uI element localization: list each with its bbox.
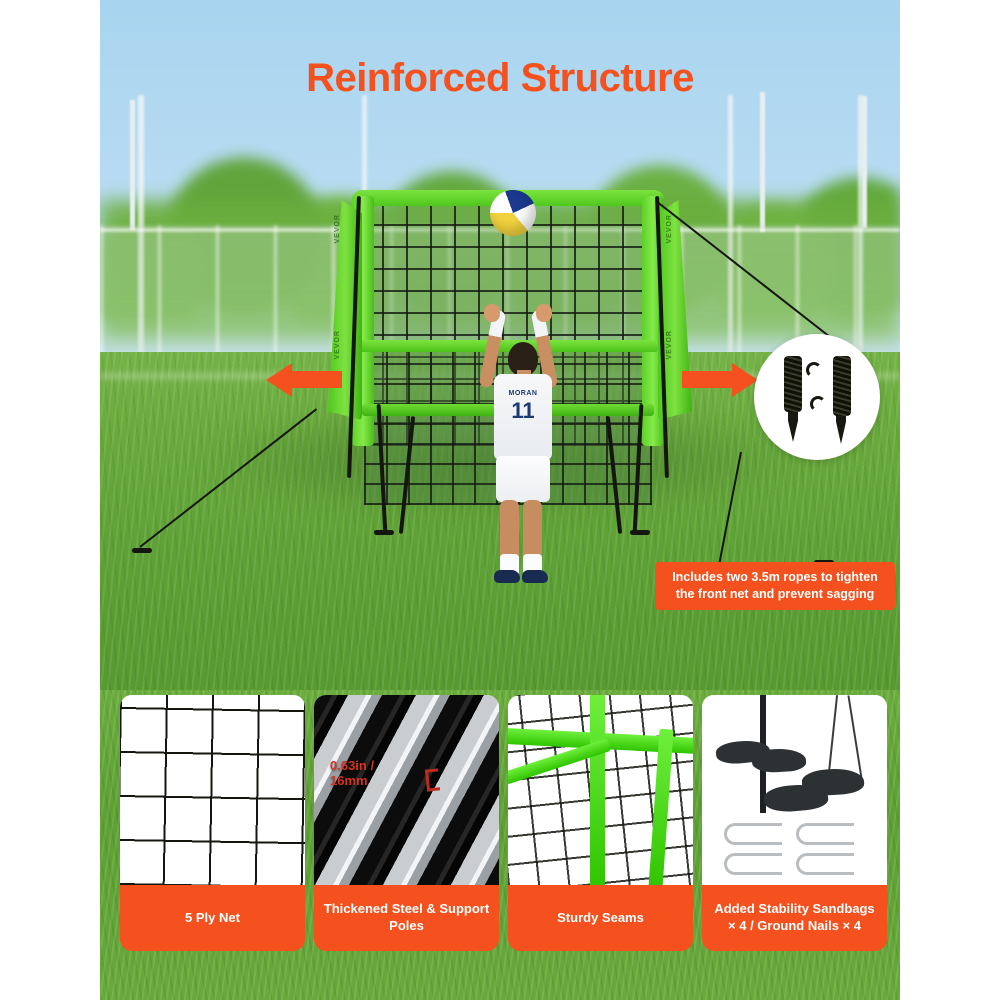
pole-diameter-label: 0.63in / 16mm — [330, 758, 375, 789]
ground-nail-icon — [796, 853, 854, 875]
ground-nail-icon — [796, 823, 854, 845]
vevor-logo-mark: VEVOR — [666, 214, 673, 244]
volleyball — [490, 190, 536, 236]
feature-card-added-stability[interactable]: Added Stability Sandbags × 4 / Ground Na… — [702, 695, 887, 951]
rope-callout-banner: Includes two 3.5m ropes to tighten the f… — [655, 562, 895, 610]
stake-hook-icon — [806, 362, 822, 378]
ground-foot — [132, 548, 152, 553]
jersey-number: 11 — [511, 398, 535, 423]
player-jersey — [494, 374, 552, 460]
pole-diameter-imperial: 0.63in / — [330, 758, 375, 773]
seam-strap — [590, 695, 605, 885]
player-figure: MORAN 11 — [472, 270, 562, 590]
feature-card-steel-poles[interactable]: 0.63in / 16mm Thickened Steel & Support … — [314, 695, 499, 951]
feature-image-steel-poles: 0.63in / 16mm — [314, 695, 499, 885]
vevor-logo-mark: VEVOR — [666, 330, 673, 360]
jersey-name: MORAN — [508, 390, 538, 397]
feature-label: Thickened Steel & Support Poles — [314, 885, 499, 951]
vevor-logo-mark: VEVOR — [334, 214, 341, 244]
feature-card-list: 5 Ply Net 0.63in / 16mm Thickened Steel … — [120, 695, 890, 951]
player-shorts — [496, 456, 550, 502]
light-pole-icon — [760, 92, 765, 232]
feature-image-net-mesh — [120, 695, 305, 885]
player-left-hand — [484, 304, 500, 322]
guy-line — [139, 408, 318, 548]
page-title: Reinforced Structure — [306, 56, 694, 100]
light-pole-icon — [130, 100, 135, 230]
feature-image-seams — [508, 695, 693, 885]
feature-card-sturdy-seams[interactable]: Sturdy Seams — [508, 695, 693, 951]
vevor-logo-mark: VEVOR — [334, 330, 341, 360]
player-left-shoe — [494, 570, 520, 583]
ground-stakes-inset — [754, 334, 880, 460]
feature-label: Sturdy Seams — [508, 885, 693, 951]
feature-image-sandbags — [702, 695, 887, 885]
ground-foot — [374, 530, 394, 535]
feature-card-five-ply-net[interactable]: 5 Ply Net — [120, 695, 305, 951]
hero-scene: VEVOR VEVOR VEVOR VEVOR — [100, 0, 900, 690]
ground-foot — [630, 530, 650, 535]
player-right-shoe — [522, 570, 548, 583]
ground-nail-icon — [724, 853, 782, 875]
measurement-bracket-icon — [424, 768, 441, 792]
stake-rope-coil — [784, 356, 802, 412]
player-right-hand — [536, 304, 552, 322]
feature-label: Added Stability Sandbags × 4 / Ground Na… — [702, 885, 887, 951]
frame-middle-bar — [358, 340, 658, 352]
pole-diameter-metric: 16mm — [330, 772, 368, 788]
stake-rope-coil — [833, 356, 851, 416]
feature-label: 5 Ply Net — [120, 885, 305, 951]
light-pole-icon — [862, 96, 867, 228]
ground-nail-icon — [724, 823, 782, 845]
stake-hook-icon — [810, 396, 826, 412]
sandbag — [751, 747, 807, 774]
